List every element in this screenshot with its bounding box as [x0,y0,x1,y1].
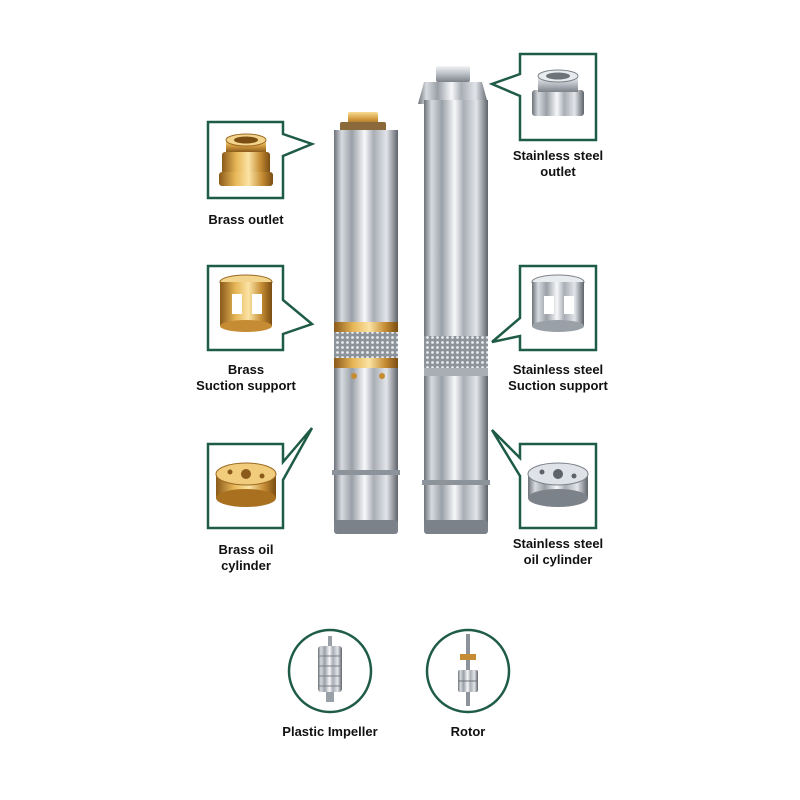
caption-brass-suction-support: Brass Suction support [176,362,316,394]
stainless-steel-outlet-icon [532,69,584,116]
brass-oil-cylinder-icon [215,462,277,507]
pump-brass-band [334,322,398,332]
caption-line: Stainless steel [512,536,604,551]
caption-brass-oil-cylinder: Brass oil cylinder [186,542,306,574]
callout-brass-outlet [206,120,316,200]
caption-line: Suction support [508,378,608,393]
callout-brass-oil-cylinder [206,427,314,530]
pump-motor-body [424,376,488,526]
badge-rotor [425,628,511,714]
brass-suction-support-icon [219,274,273,332]
stainless-steel-oil-cylinder-icon [527,462,589,507]
badge-plastic-impeller [287,628,373,714]
callout-brass-suction-support [206,264,315,352]
caption-line: Plastic Impeller [282,724,378,739]
caption-line: outlet [540,164,576,179]
caption-line: Suction support [196,378,296,393]
pump-upper-body [334,130,398,330]
rotor-icon [458,634,478,706]
caption-stainless-steel-oil-cylinder: Stainless steel oil cylinder [492,536,624,568]
caption-line: oil cylinder [523,552,593,567]
caption-line: Rotor [450,724,486,739]
pump-steel-outlet-cap [436,66,470,82]
callout-stainless-steel-outlet [488,52,598,142]
brass-outlet-icon [219,133,273,186]
stainless-pump [418,66,490,534]
caption-line: Brass oil [218,542,274,557]
caption-rotor: Rotor [428,724,508,740]
pump-intake-mesh [424,336,488,370]
pump-upper-body [424,100,488,336]
callout-stainless-steel-suction-support [491,264,598,352]
plastic-impeller-icon [318,636,342,702]
pump-motor-body [334,368,398,526]
stainless-steel-suction-support-icon [531,274,585,332]
caption-brass-outlet: Brass outlet [196,212,296,228]
brass-pump [332,112,400,534]
caption-stainless-steel-outlet: Stainless steel outlet [492,148,624,180]
pump-intake-mesh [334,332,398,360]
caption-line: Stainless steel [512,148,604,163]
caption-plastic-impeller: Plastic Impeller [268,724,392,740]
caption-line: Stainless steel [512,362,604,377]
caption-line: Brass [227,362,265,377]
caption-stainless-steel-suction-support: Stainless steel Suction support [488,362,628,394]
caption-line: Brass outlet [208,212,284,227]
callout-stainless-steel-oil-cylinder [490,429,598,530]
caption-line: cylinder [221,558,271,573]
